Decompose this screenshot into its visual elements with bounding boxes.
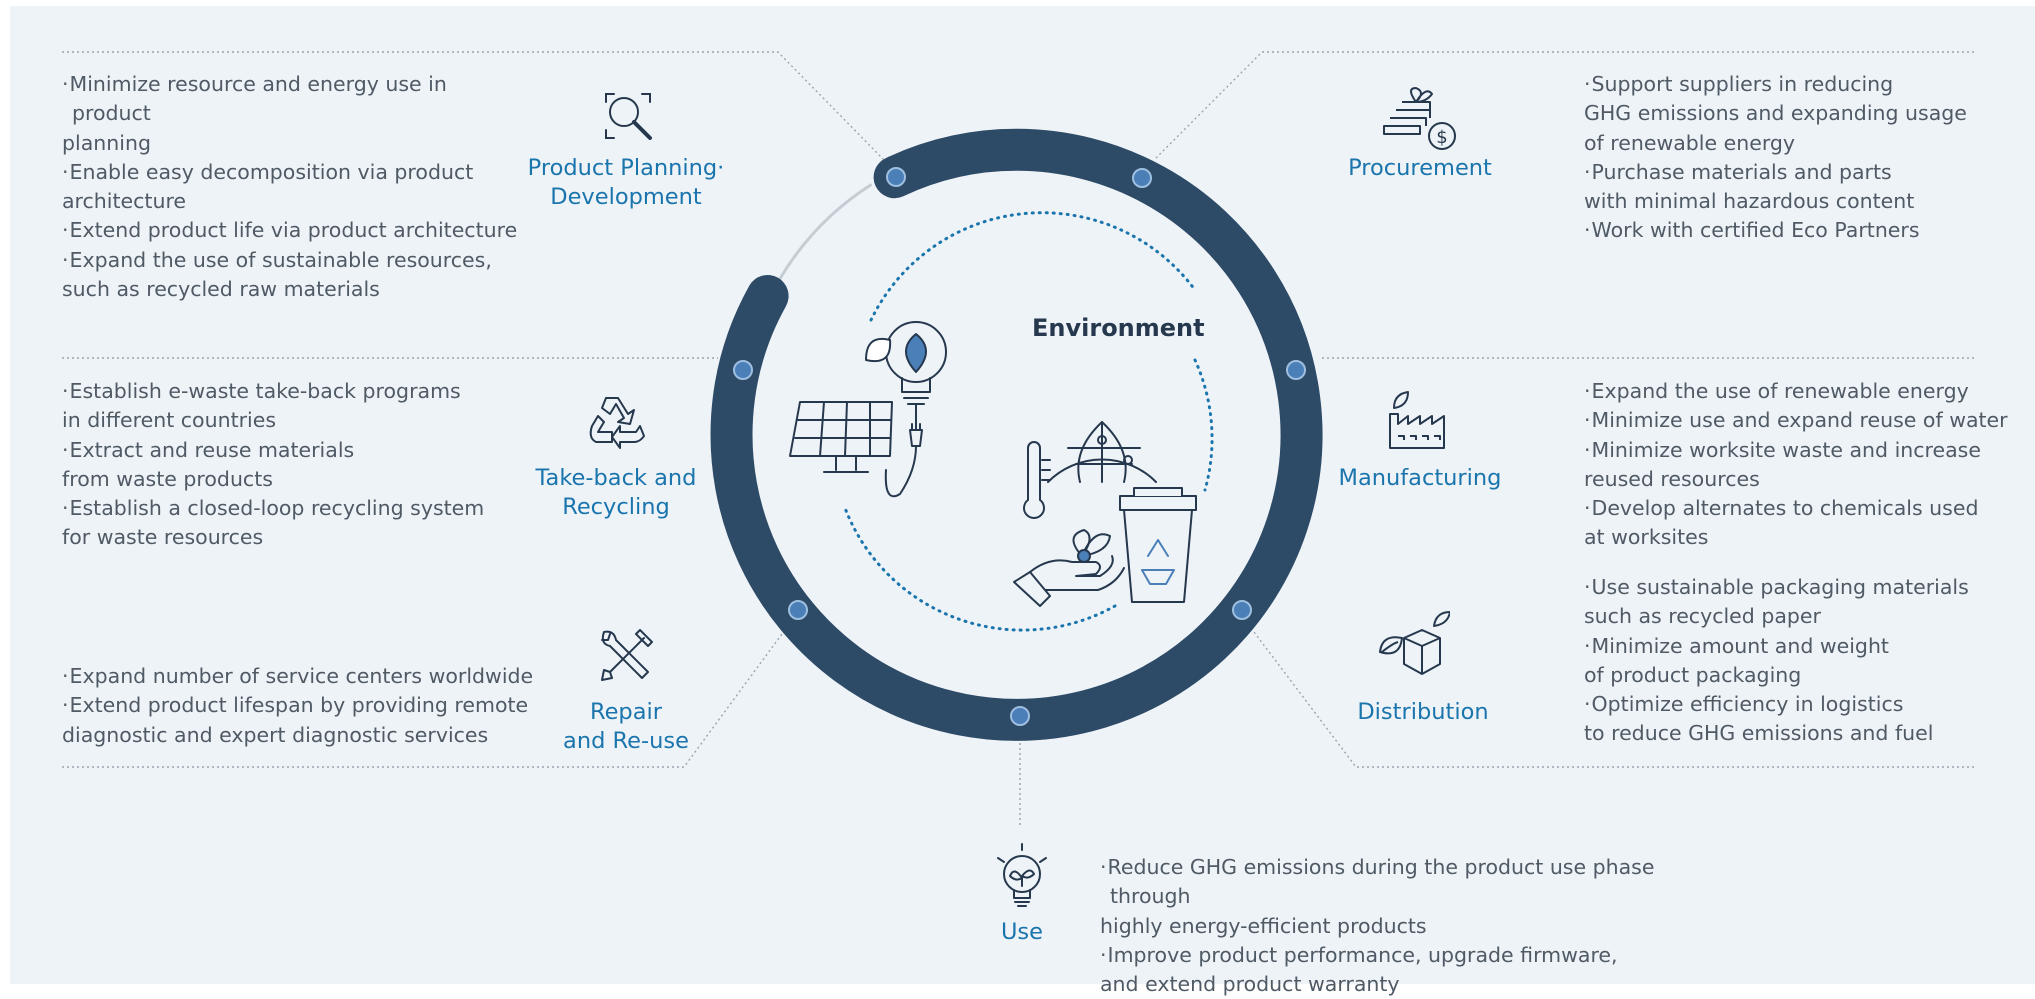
inner-dotted-arc-bottom — [843, 506, 1117, 632]
dot-use — [1010, 706, 1030, 726]
stage-label-procurement: Procurement — [1348, 155, 1492, 181]
stage-label-planning: Product Planning· Development — [527, 155, 725, 210]
dot-repair — [788, 600, 808, 620]
bullets-use: Reduce GHG emissions during the product … — [1100, 853, 1740, 999]
center-title: Environment — [1032, 314, 1205, 342]
recycle-bin-icon — [1119, 487, 1197, 603]
hand-sprout-icon — [1013, 529, 1125, 607]
cycle-ring — [710, 128, 1323, 741]
bullet-item: Improve product performance, upgrade fir… — [1100, 941, 1740, 999]
stage-label-takeback: Take-back and Recycling — [535, 465, 697, 520]
bullet-item: Minimize use and expand reuse of water — [1584, 406, 2014, 435]
bullet-item: Extend product life via product architec… — [62, 216, 532, 245]
bullet-item: Reduce GHG emissions during the product … — [1100, 853, 1740, 941]
bullets-manufacturing: Expand the use of renewable energy Minim… — [1584, 377, 2014, 553]
stage-label-manufacturing: Manufacturing — [1338, 465, 1502, 491]
bullets-distribution: Use sustainable packaging materialssuch … — [1584, 573, 2014, 749]
globe-thermometer-icon — [1023, 421, 1157, 519]
connector-repair — [62, 633, 783, 768]
bullet-item: Minimize worksite waste and increasereus… — [1584, 436, 2014, 495]
bullet-item: Enable easy decomposition via productarc… — [62, 158, 532, 217]
dot-distribution — [1232, 600, 1252, 620]
magnifier-icon — [605, 93, 652, 140]
bullet-item: Use sustainable packaging materialssuch … — [1584, 573, 2014, 632]
dot-takeback — [733, 360, 753, 380]
bullet-item: Establish a closed-loop recycling system… — [62, 494, 532, 553]
bullet-item: Minimize resource and energy use in prod… — [62, 70, 532, 158]
inner-dotted-arc-right — [1193, 358, 1214, 492]
lightbulb-icon — [997, 843, 1047, 907]
cycle-gap-arc — [777, 183, 873, 282]
bullets-repair: Expand number of service centers worldwi… — [62, 662, 552, 750]
stage-label-repair: Repair and Re-use — [563, 699, 689, 754]
bulb-leaf-icon — [865, 321, 947, 498]
bullet-item: Expand number of service centers worldwi… — [62, 662, 552, 691]
stage-label-distribution: Distribution — [1357, 699, 1489, 725]
tools-icon — [601, 629, 653, 681]
bullet-item: Work with certified Eco Partners — [1584, 216, 2004, 245]
bullet-item: Expand the use of renewable energy — [1584, 377, 2014, 406]
bullet-item: Expand the use of sustainable resources,… — [62, 246, 532, 305]
stage-label-use: Use — [1000, 919, 1044, 945]
solar-panel-icon — [789, 401, 893, 473]
recycle-icon — [589, 397, 645, 449]
dot-procurement — [1132, 168, 1152, 188]
inner-dotted-arc-top — [869, 211, 1197, 322]
svg-text:$: $ — [1436, 127, 1447, 148]
bullets-planning: Minimize resource and energy use in prod… — [62, 70, 532, 304]
dot-planning — [886, 167, 906, 187]
box-leaf-icon — [1379, 611, 1450, 675]
connector-planning — [62, 51, 885, 161]
bullet-item: Extend product lifespan by providing rem… — [62, 691, 552, 750]
connector-distribution — [1253, 631, 1974, 768]
connector-procurement — [1155, 51, 1974, 159]
coins-sprout-icon: $ — [1383, 87, 1456, 150]
factory-icon — [1389, 391, 1445, 449]
dot-manufacturing — [1286, 360, 1306, 380]
